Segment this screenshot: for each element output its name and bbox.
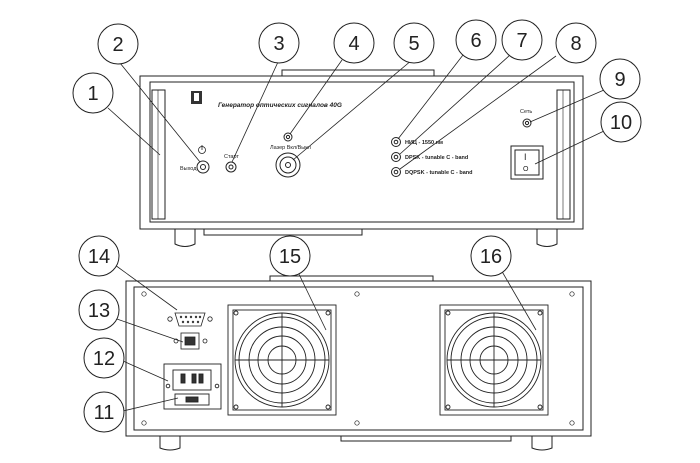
leader-9 (529, 89, 605, 123)
callout-number-12: 12 (93, 348, 115, 370)
front-panel (139, 69, 584, 247)
power-inlet[interactable] (163, 363, 222, 410)
switch-off-symbol: O (523, 166, 529, 173)
callout-number-11: 11 (94, 402, 115, 424)
leader-4 (289, 59, 343, 135)
optical-port-2[interactable] (391, 152, 401, 162)
rear-top-rail (269, 275, 434, 282)
rear-bottom-tray (340, 435, 512, 442)
callout-circle-7 (501, 19, 543, 61)
laser-label: Лазер Вкл/Выкл (270, 145, 311, 151)
leader-16 (499, 267, 537, 331)
rear-right-foot (531, 436, 553, 451)
callout-number-2: 2 (112, 34, 123, 56)
leader-14 (114, 264, 178, 311)
leader-8 (399, 55, 557, 170)
callout-number-16: 16 (480, 246, 502, 268)
front-inner-face (149, 81, 575, 223)
output-connector[interactable] (196, 160, 210, 174)
leader-7 (399, 54, 511, 155)
port-label-1: НИЦ - 1550 нм (405, 140, 443, 146)
laser-knob[interactable] (275, 152, 301, 178)
switch-on-symbol: I (524, 152, 527, 162)
callout-number-6: 6 (470, 30, 481, 52)
port-label-2: DPSK - tunable C - band (405, 155, 468, 161)
callout-circle-10 (600, 101, 642, 143)
leader-1 (107, 107, 161, 156)
leader-11 (122, 397, 179, 412)
rear-left-foot (159, 436, 181, 451)
fan-left (227, 304, 337, 416)
front-left-handle (151, 89, 166, 220)
callout-circle-14 (78, 235, 120, 277)
callout-circle-16 (470, 235, 512, 277)
start-label: Старт (224, 154, 239, 160)
callout-circle-15 (269, 235, 311, 277)
callout-circle-4 (333, 22, 375, 64)
port-label-3: DQPSK - tunable C - band (405, 170, 473, 176)
leader-3 (231, 61, 279, 163)
laser-button[interactable] (283, 132, 293, 142)
callout-number-10: 10 (610, 112, 632, 134)
output-label: Выход (180, 166, 197, 172)
callout-number-14: 14 (88, 246, 110, 268)
callout-number-3: 3 (273, 33, 284, 55)
callout-number-13: 13 (88, 300, 110, 322)
callout-circle-5 (393, 22, 435, 64)
power-icon (198, 145, 206, 154)
leader-15 (295, 267, 327, 331)
callout-circle-11 (83, 391, 125, 433)
device-title: Генератор оптических сигналов 40G (218, 102, 342, 109)
front-bottom-tray (203, 228, 363, 236)
callout-circle-3 (258, 22, 300, 64)
callout-circle-8 (555, 22, 597, 64)
start-button[interactable] (225, 161, 237, 173)
callout-number-1: 1 (87, 83, 98, 105)
leader-6 (397, 54, 464, 140)
leader-5 (292, 59, 413, 161)
callout-circle-6 (455, 19, 497, 61)
callout-circle-1 (72, 72, 114, 114)
callout-number-8: 8 (570, 33, 581, 55)
serial-port[interactable] (167, 312, 213, 327)
front-top-rail (281, 69, 435, 77)
leader-12 (122, 360, 169, 382)
rear-panel (125, 275, 592, 451)
rear-inner-face (133, 286, 584, 431)
callout-number-9: 9 (614, 69, 625, 91)
front-right-foot (536, 229, 558, 247)
callout-circle-9 (599, 58, 641, 100)
network-indicator (522, 118, 532, 128)
network-label: Сеть (520, 109, 532, 115)
leader-10 (534, 130, 605, 165)
leader-lines (107, 54, 605, 412)
callout-circle-13 (78, 289, 120, 331)
front-outer-body (139, 75, 584, 230)
callout-number-15: 15 (279, 246, 301, 268)
leader-13 (113, 317, 184, 343)
rear-screws (141, 291, 575, 426)
callout-circle-12 (83, 337, 125, 379)
leader-2 (119, 62, 201, 163)
optical-port-1[interactable] (391, 137, 401, 147)
front-right-handle (556, 89, 571, 220)
fan-right (439, 304, 549, 416)
optical-port-3[interactable] (391, 167, 401, 177)
front-left-foot (174, 229, 196, 247)
callout-number-7: 7 (516, 30, 527, 52)
callout-numbers: 1 2 3 4 5 6 7 8 9 10 11 12 13 14 15 16 (87, 30, 632, 424)
callouts (72, 19, 642, 433)
callout-circle-2 (97, 23, 139, 65)
callout-number-5: 5 (408, 33, 419, 55)
callout-number-4: 4 (348, 33, 359, 55)
